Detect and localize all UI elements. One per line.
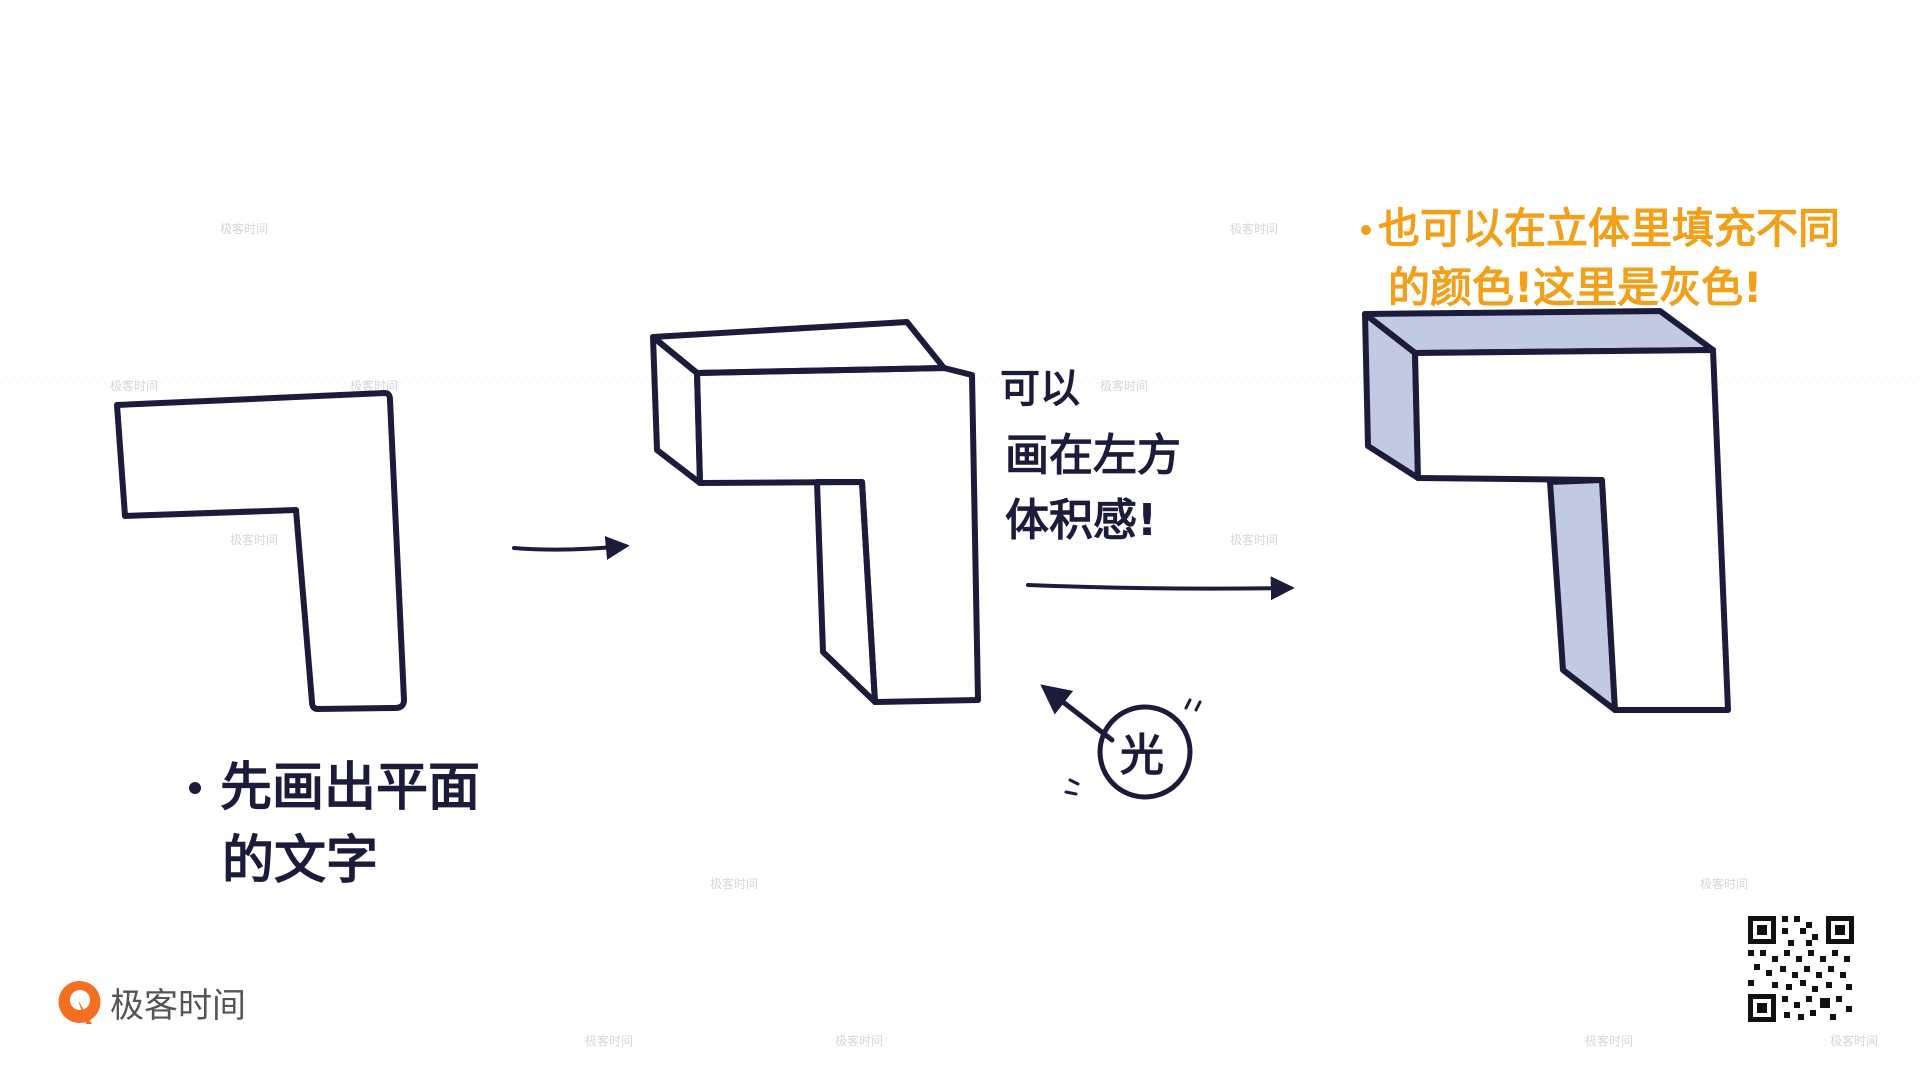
step1-note: 先画出平面 的文字	[189, 758, 480, 891]
qr-code-icon	[1746, 914, 1856, 1024]
watermark-text: 极客时间	[1230, 532, 1278, 547]
step1-note-line1: 先画出平面	[220, 758, 480, 818]
step3-note: 也可以在立体里填充不同 的颜色!这里是灰色!	[1361, 204, 1840, 312]
bullet-dot	[189, 782, 201, 794]
brand-logo: 极客时间	[58, 981, 246, 1026]
extruded-seven-shape	[650, 319, 981, 705]
watermark-text: 极客时间	[1585, 1033, 1633, 1048]
bullet-dot	[1361, 225, 1371, 235]
flat-seven-shape	[114, 390, 407, 712]
watermark-text: 极客时间	[220, 221, 268, 236]
step2-note-line2: 画在左方	[1005, 430, 1181, 481]
watermark-text: 极客时间	[1230, 221, 1278, 236]
light-circle	[1097, 704, 1193, 800]
step1-note-line2: 的文字	[222, 831, 378, 891]
step3-note-line1: 也可以在立体里填充不同	[1378, 204, 1840, 253]
watermark-text: 极客时间	[230, 532, 278, 547]
step2-note-line1: 可以	[1000, 366, 1080, 412]
arrow-step1-to-step2	[512, 535, 630, 560]
watermark-text: 极客时间	[585, 1033, 633, 1048]
watermark-text: 极客时间	[710, 876, 758, 891]
filled-seven-shape	[1362, 308, 1731, 713]
watermark-text: 极客时间	[1830, 1033, 1878, 1048]
brand-logo-icon	[58, 981, 101, 1024]
light-source-indicator: 光	[1040, 684, 1202, 800]
step2-note: 可以 画在左方 体积感!	[1000, 366, 1181, 546]
step3-note-line2: 的颜色!这里是灰色!	[1388, 263, 1762, 312]
watermark-text: 极客时间	[1100, 378, 1148, 393]
arrow-step2-to-step3	[1026, 576, 1295, 601]
light-label: 光	[1120, 730, 1164, 781]
step2-note-line3: 体积感!	[1005, 495, 1157, 546]
watermark-text: 极客时间	[350, 378, 398, 393]
watermark-text: 极客时间	[1700, 876, 1748, 891]
watermark-text: 极客时间	[835, 1033, 883, 1048]
watermark-text: 极客时间	[110, 378, 158, 393]
brand-name: 极客时间	[110, 986, 246, 1026]
